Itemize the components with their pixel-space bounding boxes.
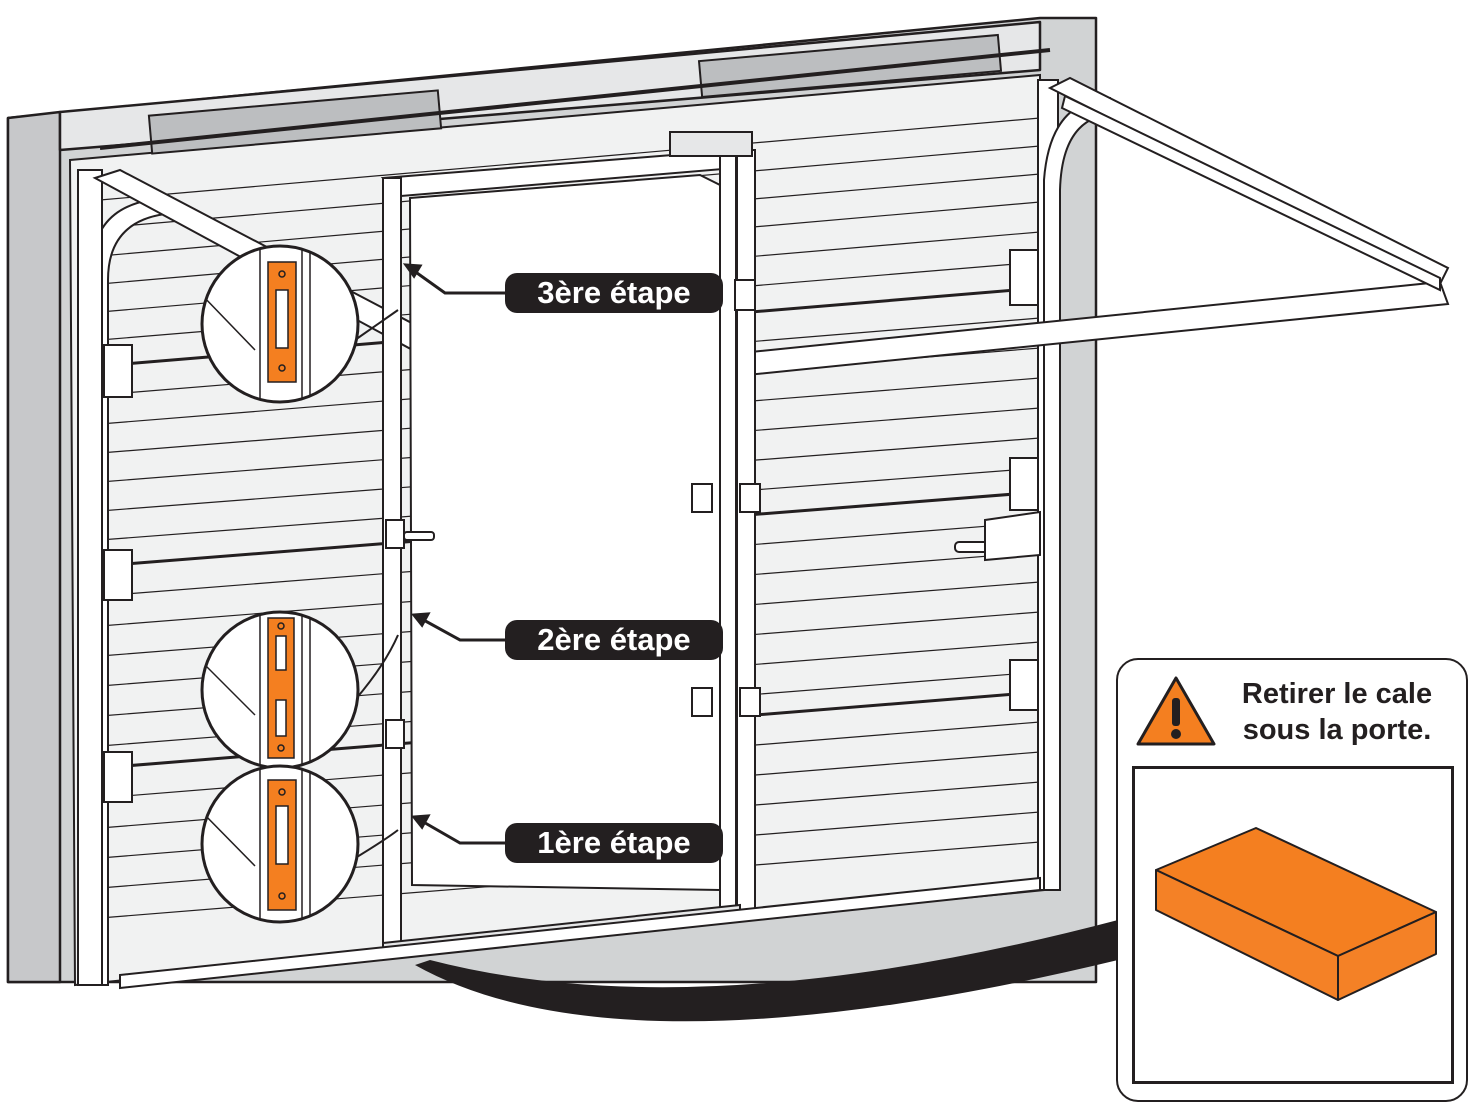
step-label-2: 2ère étape [505,620,723,660]
warning-line-1: Retirer le cale [1241,678,1433,710]
wicket-door [380,131,756,952]
step-label-1: 1ère étape [505,823,723,863]
bottom-rail [119,876,1041,990]
warning-line-2: sous la porte. [1242,714,1432,746]
warning-text: Retirer le cale sous la porte. [1212,676,1462,748]
zoom-circle-step1 [200,764,360,924]
hinges [103,249,1039,803]
callout-swoosh [415,920,1118,1022]
zoom-circle-step3 [200,244,360,404]
step-label-3: 3ère étape [505,273,723,313]
wedge-block-icon [1155,827,1437,1001]
door-handles [403,510,1041,562]
left-track [77,169,168,986]
warning-triangle-icon [1136,676,1216,746]
right-track [1037,79,1114,891]
torsion-springs [99,33,1051,155]
zoom-circle-step2 [200,610,360,770]
step-arrows [402,263,505,845]
